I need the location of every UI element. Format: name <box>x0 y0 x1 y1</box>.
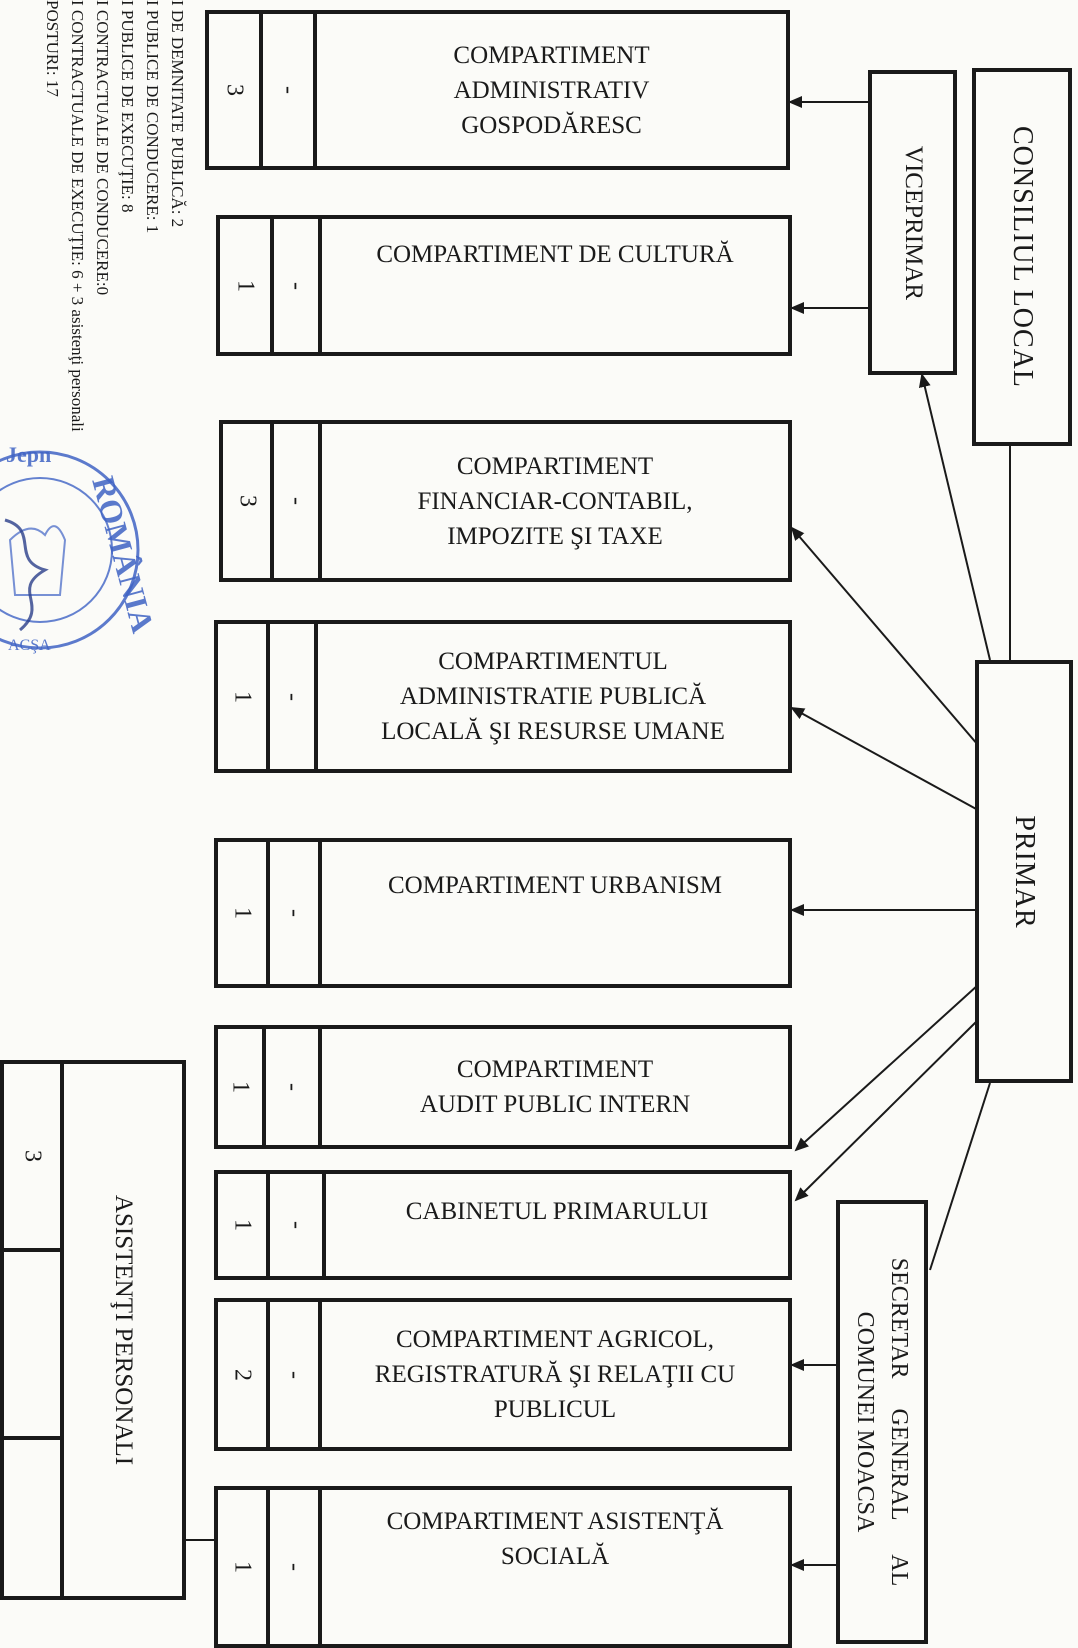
mayor-secretary-line <box>929 1082 991 1271</box>
dept-exec-cell: 1 <box>216 215 274 356</box>
dept-exec-count: 1 <box>229 1219 256 1231</box>
dept-exec-count: 1 <box>232 279 259 292</box>
dept-exec-count: 1 <box>229 1561 256 1573</box>
stamp-partial-text: Jepn <box>6 442 51 467</box>
dept-mgmt-cell: - <box>266 1486 322 1648</box>
mayor-dept3-arrow <box>790 526 979 746</box>
secretary-label: SECRETAR GENERAL AL COMUNEI MOACSA <box>852 1257 912 1587</box>
dept-mgmt-count: - <box>279 692 306 701</box>
legend-line: POSTURI: 17 <box>43 0 62 97</box>
legend-line: I CONTRACTUALE DE EXECUŢIE: 6 + 3 asiste… <box>68 0 87 432</box>
dept-exec-count: 3 <box>234 495 260 507</box>
dept-mgmt-cell: - <box>266 838 322 988</box>
dept-mgmt-cell: - <box>266 620 318 773</box>
legend-line: I PUBLICE DE CONDUCERE: 1 <box>143 0 162 234</box>
council-label: CONSILIUL LOCAL <box>1007 125 1038 389</box>
assistants-label: ASISTENŢI PERSONALI <box>110 1194 137 1466</box>
dept-name: COMPARTIMENT AUDIT PUBLIC INTERN <box>419 1056 691 1118</box>
dept-exec-cell: 3 <box>219 420 274 582</box>
dept-administratie-box: COMPARTIMENTUL ADMINISTRATIE PUBLICĂ LOC… <box>314 620 792 773</box>
dept-exec-cell: 1 <box>214 838 270 988</box>
dept-exec-cell: 1 <box>214 1170 270 1280</box>
stamp-emblem <box>8 525 67 596</box>
dept-name: COMPARTIMENT ASISTENŢĂ SOCIALĂ <box>386 1508 724 1570</box>
dept-exec-count: 1 <box>227 1081 254 1093</box>
secretary-box: SECRETAR GENERAL AL COMUNEI MOACSA <box>836 1200 928 1644</box>
legend-line: I CONTRACTUALE DE CONDUCERE:0 <box>93 0 112 296</box>
dept-name: COMPARTIMENT DE CULTURĂ <box>376 241 734 268</box>
dept-name: COMPARTIMENTUL ADMINISTRATIE PUBLICĂ LOC… <box>381 648 725 745</box>
dept-cabinet-box: CABINETUL PRIMARULUI <box>322 1170 792 1280</box>
dept-name: COMPARTIMENT AGRICOL, REGISTRATURĂ ŞI RE… <box>374 1326 736 1423</box>
dept-name: COMPARTIMENT ADMINISTRATIV GOSPODĂRESC <box>453 41 650 139</box>
dept-exec-cell: 2 <box>214 1298 270 1451</box>
dept-name: CABINETUL PRIMARULUI <box>405 1198 709 1225</box>
dept-mgmt-count: - <box>281 909 308 917</box>
council-box: CONSILIUL LOCAL <box>972 68 1072 446</box>
dept-exec-cell: 1 <box>214 1486 270 1648</box>
mayor-dept7-arrow <box>794 1019 979 1202</box>
dept-exec-count: 1 <box>229 690 256 703</box>
dept-exec-count: 1 <box>229 907 256 919</box>
dept-exec-cell: 1 <box>214 620 270 773</box>
official-stamp: ROMÂNIA Jepn ACŞA <box>0 442 160 654</box>
assistants-count: 3 <box>19 1150 46 1162</box>
dept-mgmt-count: - <box>281 1563 308 1571</box>
dept-mgmt-cell: - <box>262 1025 322 1149</box>
dept-mgmt-cell: - <box>270 420 322 582</box>
assistants-empty-cell <box>0 1436 64 1600</box>
dept-exec-count: 3 <box>221 84 248 96</box>
legend-line: I DE DEMNITATE PUBLICĂ: 2 <box>168 0 187 228</box>
assistants-label-cell: ASISTENŢI PERSONALI <box>60 1060 186 1600</box>
dept-mgmt-count: - <box>283 281 310 290</box>
mayor-label: PRIMAR <box>1009 814 1040 929</box>
mayor-dept4-arrow <box>790 707 979 811</box>
deputy-mayor-label: VICEPRIMAR <box>899 145 927 300</box>
dept-financiar-box: COMPARTIMENT FINANCIAR-CONTABIL, IMPOZIT… <box>318 420 792 582</box>
dept-mgmt-cell: - <box>270 215 322 356</box>
dept-exec-count: 2 <box>229 1368 256 1381</box>
dept-administrativ-box: COMPARTIMENT ADMINISTRATIV GOSPODĂRESC <box>313 10 790 170</box>
dept-asistenta-box: COMPARTIMENT ASISTENŢĂ SOCIALĂ <box>318 1486 792 1648</box>
dept-mgmt-cell: - <box>266 1170 326 1280</box>
deputy-mayor-box: VICEPRIMAR <box>868 70 957 375</box>
assistants-count-cell: 3 <box>0 1060 64 1252</box>
dept-cultura-box: COMPARTIMENT DE CULTURĂ <box>318 215 792 356</box>
dept-mgmt-count: - <box>275 86 302 94</box>
assistants-empty-cell <box>0 1248 64 1440</box>
dept-mgmt-cell: - <box>266 1298 322 1451</box>
mayor-box: PRIMAR <box>975 660 1073 1083</box>
legend-line: I PUBLICE DE EXECUŢIE: 8 <box>118 0 137 213</box>
dept-name: COMPARTIMENT FINANCIAR-CONTABIL, IMPOZIT… <box>417 452 693 550</box>
mayor-deputy-arrow <box>918 373 991 661</box>
dept-mgmt-count: - <box>283 1221 310 1229</box>
dept-mgmt-count: - <box>283 497 310 505</box>
stamp-locality: ACŞA <box>8 637 51 654</box>
dept-name: COMPARTIMENT URBANISM <box>388 872 722 899</box>
dept-agricol-box: COMPARTIMENT AGRICOL, REGISTRATURĂ ŞI RE… <box>318 1298 792 1451</box>
signature-mark <box>4 518 49 632</box>
dept-exec-cell: 1 <box>214 1025 266 1149</box>
dept-urbanism-box: COMPARTIMENT URBANISM <box>318 838 792 988</box>
stamp-text: ROMÂNIA <box>85 472 160 636</box>
dept-mgmt-count: - <box>281 1370 308 1379</box>
dept-audit-box: COMPARTIMENT AUDIT PUBLIC INTERN <box>318 1025 792 1149</box>
dept-mgmt-cell: - <box>259 10 317 170</box>
dept-mgmt-count: - <box>279 1083 306 1091</box>
mayor-dept6-arrow <box>794 984 979 1152</box>
dept-exec-cell: 3 <box>205 10 263 170</box>
